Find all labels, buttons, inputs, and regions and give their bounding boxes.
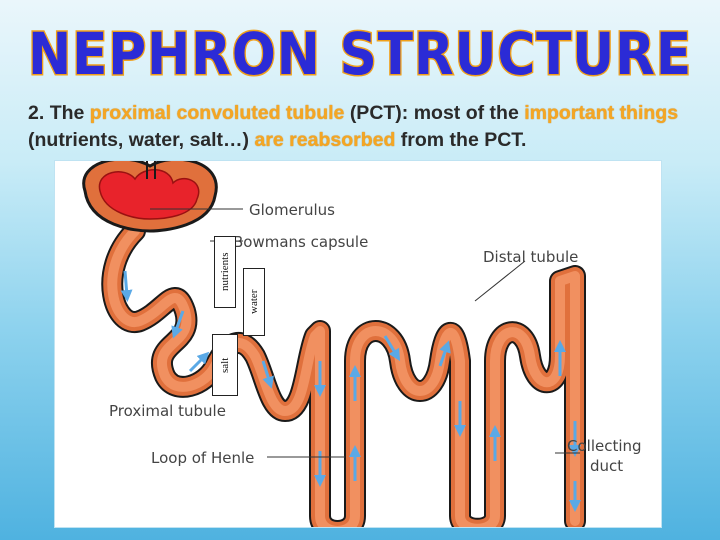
page-title: NEPHRON STRUCTURE <box>28 20 692 88</box>
water-arrow-label: water <box>243 268 265 336</box>
caption-abbr: (PCT): most of the <box>349 102 519 124</box>
flow-arrow <box>261 360 274 389</box>
caption-mid: (nutrients, water, salt…) <box>28 129 250 151</box>
flow-arrow <box>383 335 401 362</box>
flow-arrow <box>438 340 451 367</box>
caption-number: 2. <box>28 102 45 124</box>
label-glomerulus: Glomerulus <box>249 201 335 219</box>
caption-text: 2. The proximal convoluted tubule (PCT):… <box>28 100 698 154</box>
nephron-svg: Glomerulus Bowmans capsule Distal tubule… <box>82 161 642 527</box>
flow-arrow <box>188 351 210 373</box>
caption-end: from the PCT. <box>400 129 527 151</box>
label-loop-of-henle: Loop of Henle <box>151 449 254 467</box>
flow-arrows <box>120 270 581 512</box>
caption-important: important <box>524 102 615 124</box>
label-bowmans-capsule: Bowmans capsule <box>233 233 368 251</box>
nutrients-arrow-label: nutrients <box>214 236 236 308</box>
label-proximal-tubule: Proximal tubule <box>109 402 226 420</box>
caption-pct-term: proximal convoluted tubule <box>89 102 345 124</box>
caption-things: things <box>619 102 679 124</box>
caption-reabsorbed: are reabsorbed <box>254 129 396 151</box>
caption-the: The <box>49 102 85 124</box>
salt-arrow-label: salt <box>212 334 238 396</box>
nephron-diagram: Glomerulus Bowmans capsule Distal tubule… <box>54 160 662 528</box>
label-distal-tubule: Distal tubule <box>483 248 578 266</box>
flow-arrow <box>120 270 133 302</box>
title-banner: NEPHRON STRUCTURE <box>27 19 693 90</box>
tubule <box>101 220 586 527</box>
flow-arrow <box>171 310 185 339</box>
label-collecting-line2: duct <box>590 457 623 475</box>
glomerulus <box>98 161 200 220</box>
label-collecting-line1: Collecting <box>567 437 642 455</box>
